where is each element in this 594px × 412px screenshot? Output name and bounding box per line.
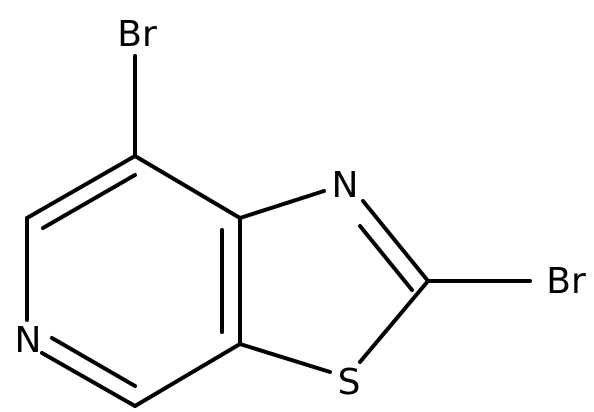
bonds (25, 54, 532, 408)
atom-n-thiazole: N (332, 165, 359, 206)
bond-c7-c6 (25, 154, 137, 220)
atom-br-top: Br (117, 14, 157, 55)
bond-c7-c6-inner (41, 173, 137, 230)
bond-c7a-c7 (133, 154, 242, 220)
bond-c4-c3a (133, 342, 242, 408)
bond-c2-s1 (358, 279, 430, 364)
bond-n5-c4 (40, 351, 137, 408)
atom-n-pyridine: N (15, 320, 42, 361)
bond-s1-c3a (238, 342, 332, 374)
bond-c7a-n3 (238, 189, 326, 220)
bond-n3-c2-inner (358, 224, 414, 292)
bond-n3-c2 (361, 199, 430, 283)
atom-s-thiazole: S (338, 362, 361, 403)
atom-br-right: Br (546, 261, 586, 302)
atom-labels: Br N N S Br (15, 14, 586, 403)
bond-n5-c4-inner (50, 336, 137, 388)
